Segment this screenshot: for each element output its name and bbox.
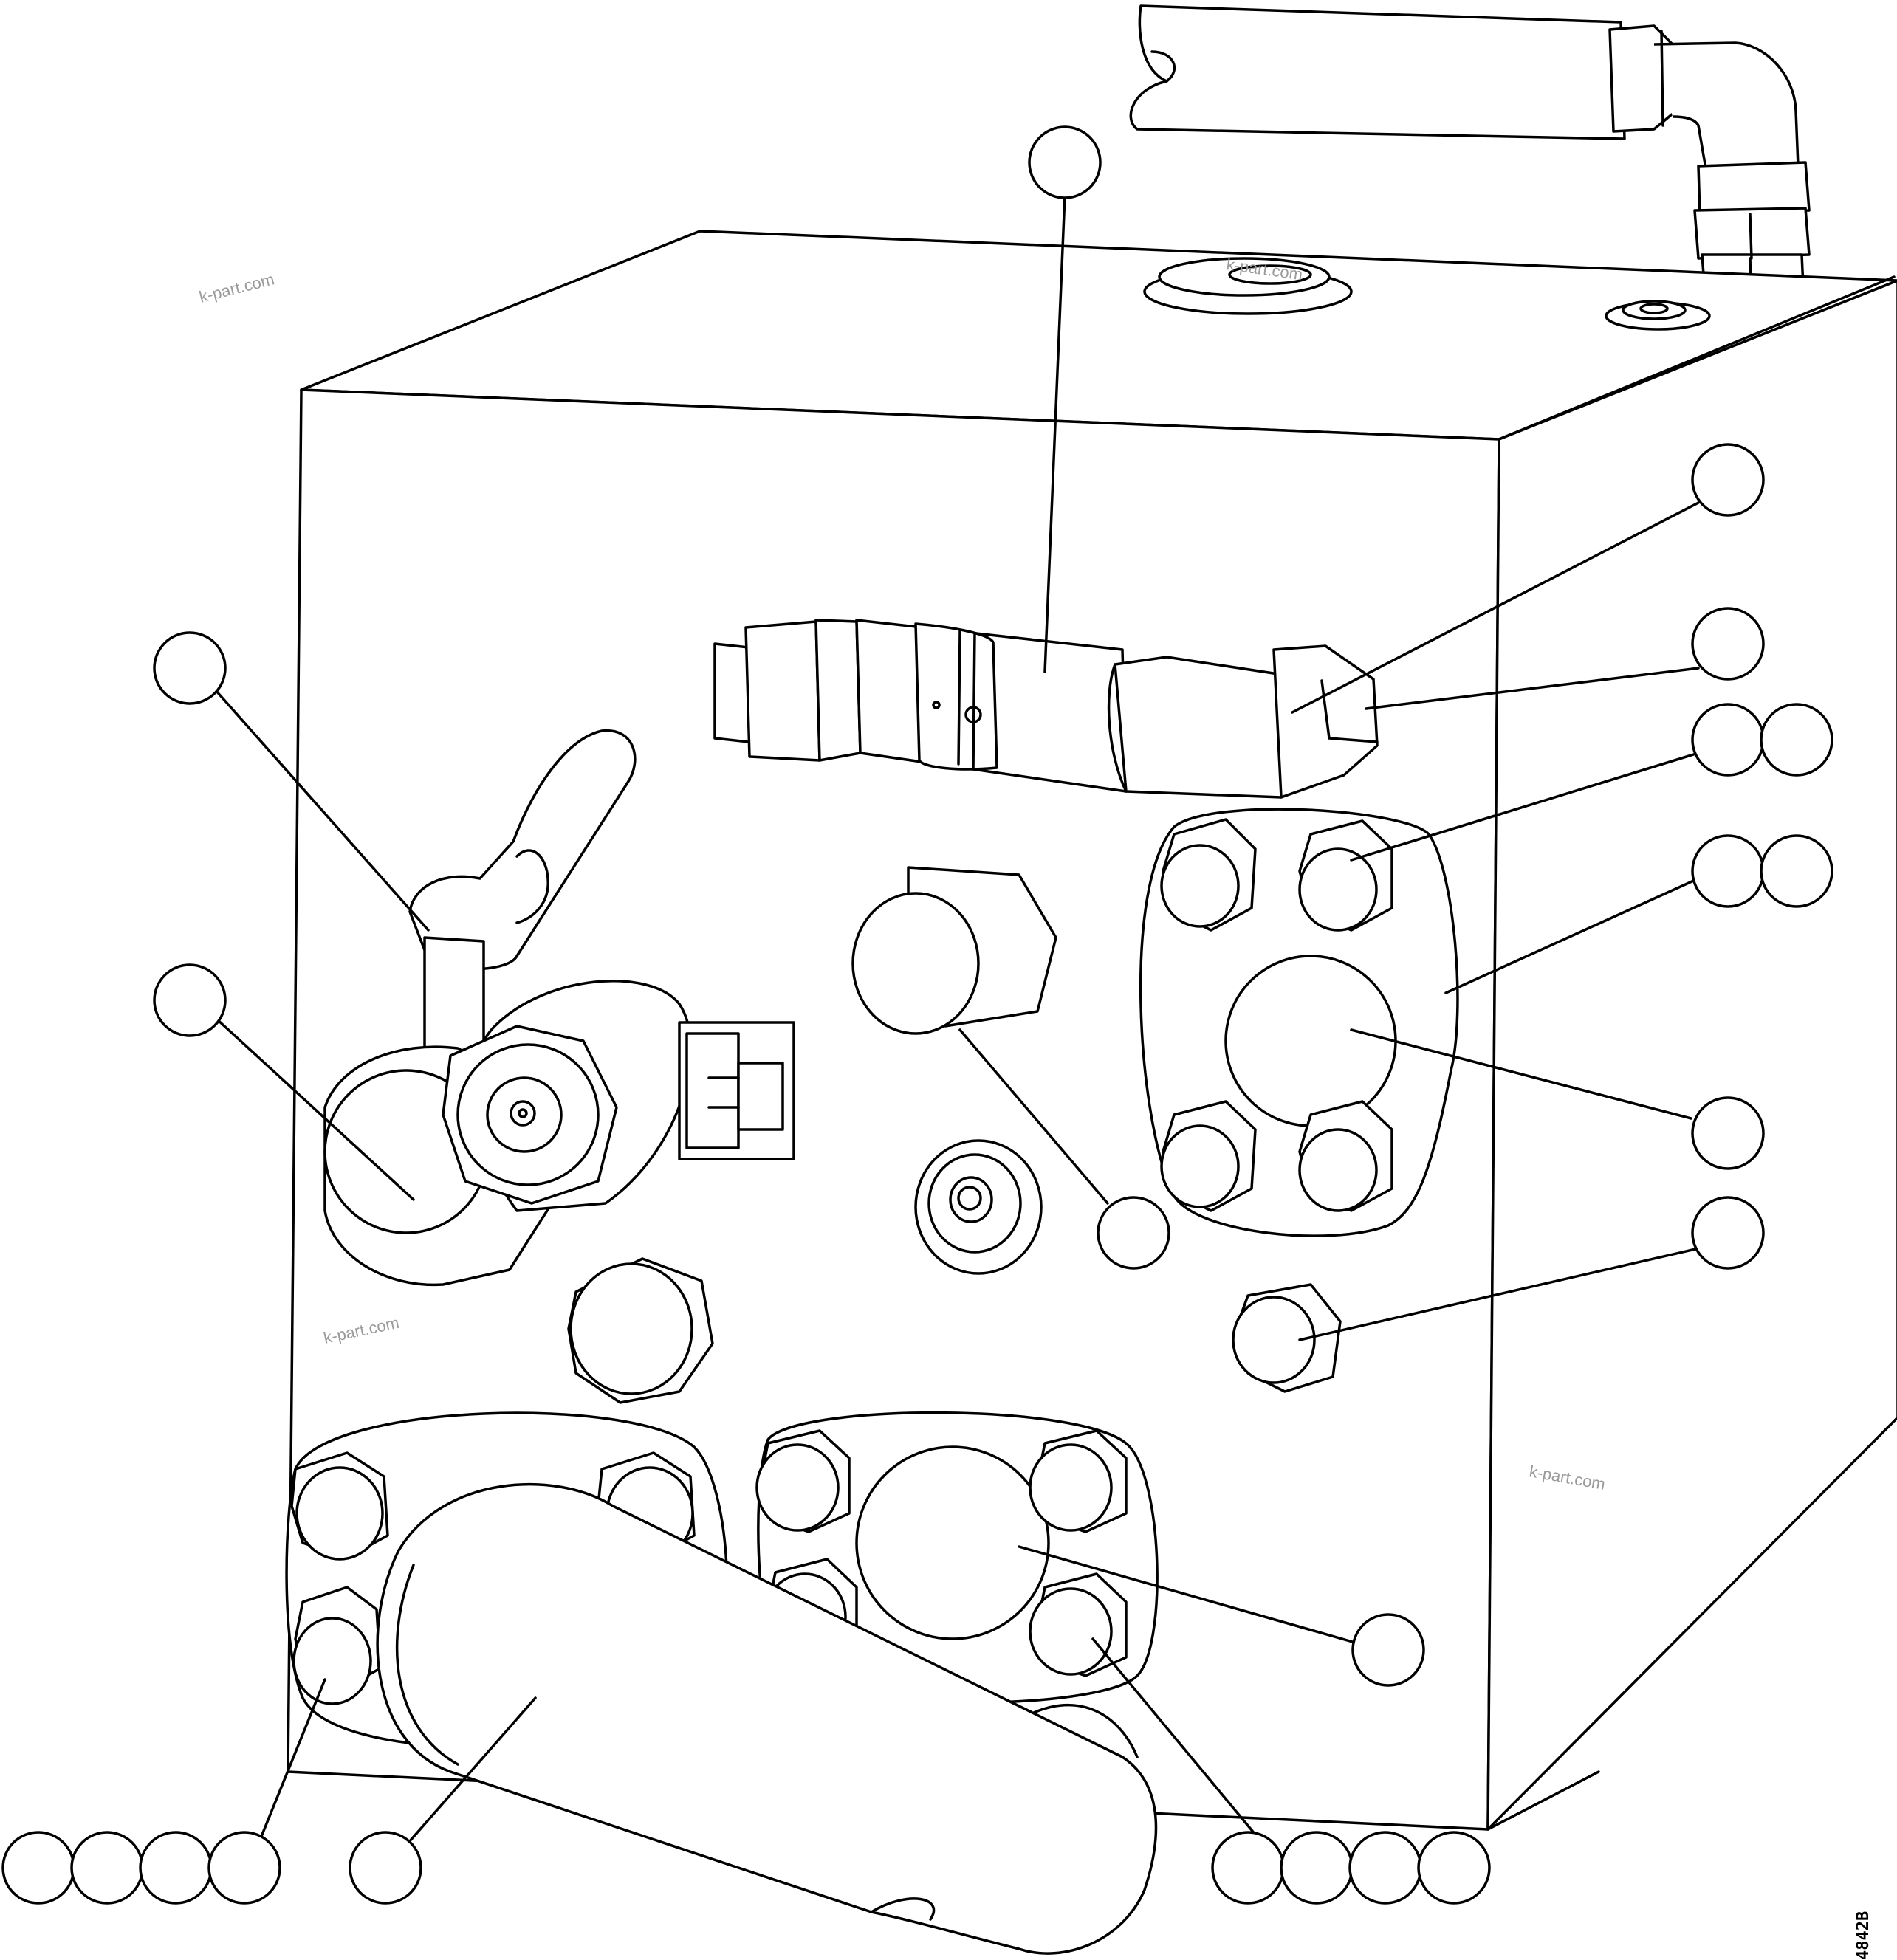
flange-bolt bbox=[1298, 1100, 1393, 1212]
elbow-tube bbox=[376, 1482, 1158, 1955]
flange-bolt bbox=[1298, 819, 1393, 932]
callout-c13c bbox=[139, 1831, 213, 1905]
callout-c5b bbox=[1760, 834, 1833, 908]
callout-c9 bbox=[153, 631, 227, 705]
callout-c13a bbox=[1, 1831, 75, 1905]
flange-bolt bbox=[1160, 818, 1257, 932]
callout-c2 bbox=[1691, 443, 1765, 517]
callout-c3 bbox=[1691, 607, 1765, 681]
center-small-fitting bbox=[914, 1139, 1043, 1275]
callout-c15c bbox=[1348, 1831, 1422, 1905]
callouts bbox=[1, 125, 1833, 1905]
callout-c7 bbox=[1691, 1196, 1765, 1270]
callout-c8 bbox=[1351, 1613, 1425, 1687]
flange-bolt bbox=[755, 1429, 851, 1533]
flange-bolt bbox=[1160, 1100, 1257, 1212]
flange-bolt bbox=[292, 1586, 382, 1705]
drawing-code: 4842B bbox=[1854, 1911, 1873, 1960]
center-hex-plug bbox=[851, 866, 1057, 1035]
right-small-plug bbox=[1232, 1283, 1342, 1393]
callout-c11 bbox=[1097, 1196, 1170, 1270]
callout-c4b bbox=[1760, 703, 1833, 777]
top-hose bbox=[1129, 4, 1811, 306]
callout-c15d bbox=[1417, 1831, 1491, 1905]
top-port-cap bbox=[1143, 257, 1353, 315]
callout-c12 bbox=[349, 1831, 422, 1905]
solenoid-valve bbox=[323, 729, 795, 1287]
callout-c6 bbox=[1691, 1096, 1765, 1170]
right-flange bbox=[1139, 808, 1459, 1237]
flange-bolt bbox=[290, 1451, 389, 1561]
callout-c13d bbox=[207, 1831, 281, 1905]
top-small-plug bbox=[1605, 300, 1711, 331]
callout-c10 bbox=[153, 963, 227, 1037]
left-hex-plug bbox=[567, 1257, 714, 1404]
callout-c1 bbox=[1028, 125, 1102, 199]
leader-lines bbox=[214, 194, 1704, 1843]
watermark: k-part.com bbox=[197, 269, 276, 306]
callout-c5a bbox=[1691, 834, 1765, 908]
pressure-sensor bbox=[713, 619, 1379, 799]
callout-c15b bbox=[1280, 1831, 1354, 1905]
callout-c13b bbox=[70, 1831, 144, 1905]
flange-bolt bbox=[1029, 1429, 1128, 1533]
callout-c15a bbox=[1211, 1831, 1285, 1905]
callout-c4a bbox=[1691, 703, 1765, 777]
